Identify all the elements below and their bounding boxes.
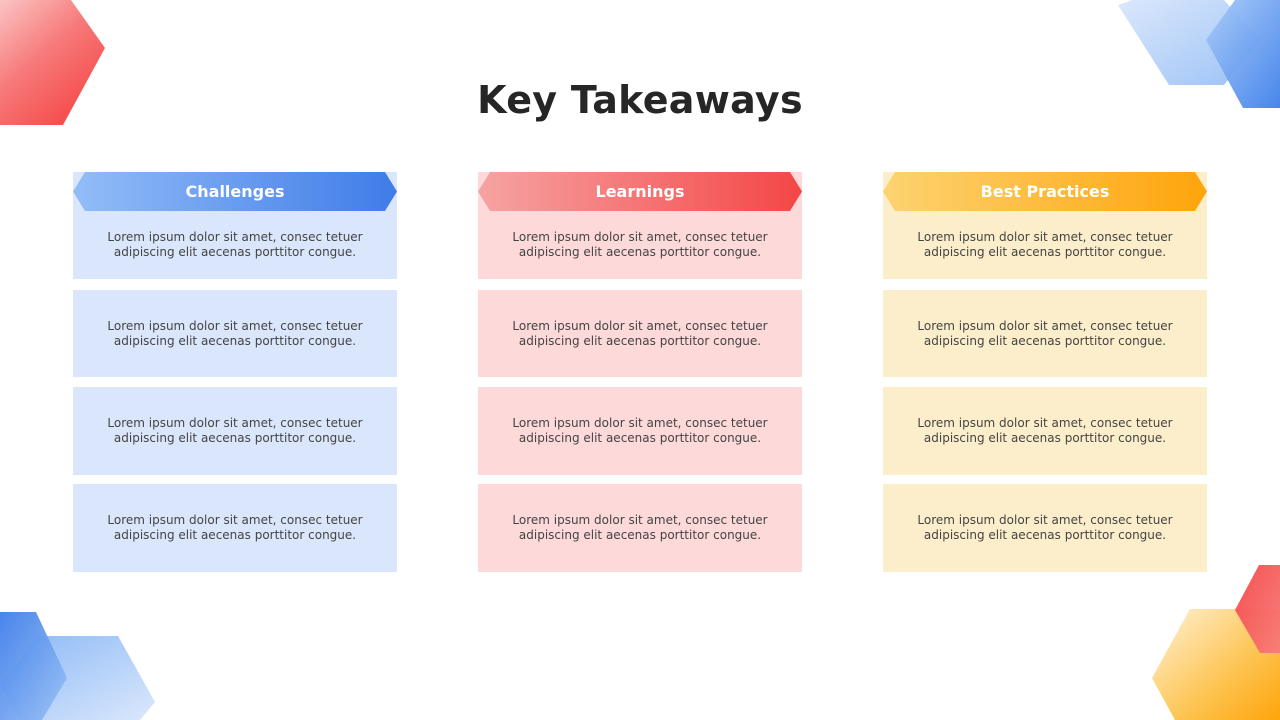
hexagon-decoration-top-left [0, 0, 105, 125]
takeaway-card: Lorem ipsum dolor sit amet, consec tetue… [73, 484, 397, 572]
takeaway-card: Lorem ipsum dolor sit amet, consec tetue… [883, 387, 1207, 475]
takeaway-card: Lorem ipsum dolor sit amet, consec tetue… [478, 484, 802, 572]
takeaway-text: Lorem ipsum dolor sit amet, consec tetue… [512, 416, 768, 445]
takeaway-card: Lorem ipsum dolor sit amet, consec tetue… [73, 387, 397, 475]
takeaway-text: Lorem ipsum dolor sit amet, consec tetue… [917, 416, 1173, 445]
takeaway-card: Lorem ipsum dolor sit amet, consec tetue… [883, 290, 1207, 377]
takeaway-text: Lorem ipsum dolor sit amet, consec tetue… [512, 513, 768, 542]
takeaway-text: Lorem ipsum dolor sit amet, consec tetue… [107, 513, 363, 542]
takeaway-text: Lorem ipsum dolor sit amet, consec tetue… [917, 318, 1173, 348]
hexagon-decoration-top-right [1118, 0, 1280, 108]
takeaway-text: Lorem ipsum dolor sit amet, consec tetue… [512, 318, 768, 348]
column-header-learnings: Learnings [478, 172, 802, 211]
takeaway-card: Lorem ipsum dolor sit amet, consec tetue… [478, 387, 802, 475]
takeaway-text: Lorem ipsum dolor sit amet, consec tetue… [917, 513, 1173, 542]
column-header-best-practices: Best Practices [883, 172, 1207, 211]
page-title: Key Takeaways [477, 78, 803, 122]
takeaway-text: Lorem ipsum dolor sit amet, consec tetue… [107, 229, 363, 259]
takeaway-card: Lorem ipsum dolor sit amet, consec tetue… [883, 484, 1207, 572]
takeaway-text: Lorem ipsum dolor sit amet, consec tetue… [107, 318, 363, 348]
hexagon-decoration-bottom-left [0, 612, 155, 720]
takeaway-card: Lorem ipsum dolor sit amet, consec tetue… [478, 290, 802, 377]
takeaway-text: Lorem ipsum dolor sit amet, consec tetue… [107, 416, 363, 445]
takeaway-text: Lorem ipsum dolor sit amet, consec tetue… [917, 229, 1173, 259]
takeaway-text: Lorem ipsum dolor sit amet, consec tetue… [512, 229, 768, 259]
takeaway-card: Lorem ipsum dolor sit amet, consec tetue… [73, 290, 397, 377]
hexagon-decoration-bottom-right [1152, 565, 1280, 720]
column-header-challenges: Challenges [73, 172, 397, 211]
